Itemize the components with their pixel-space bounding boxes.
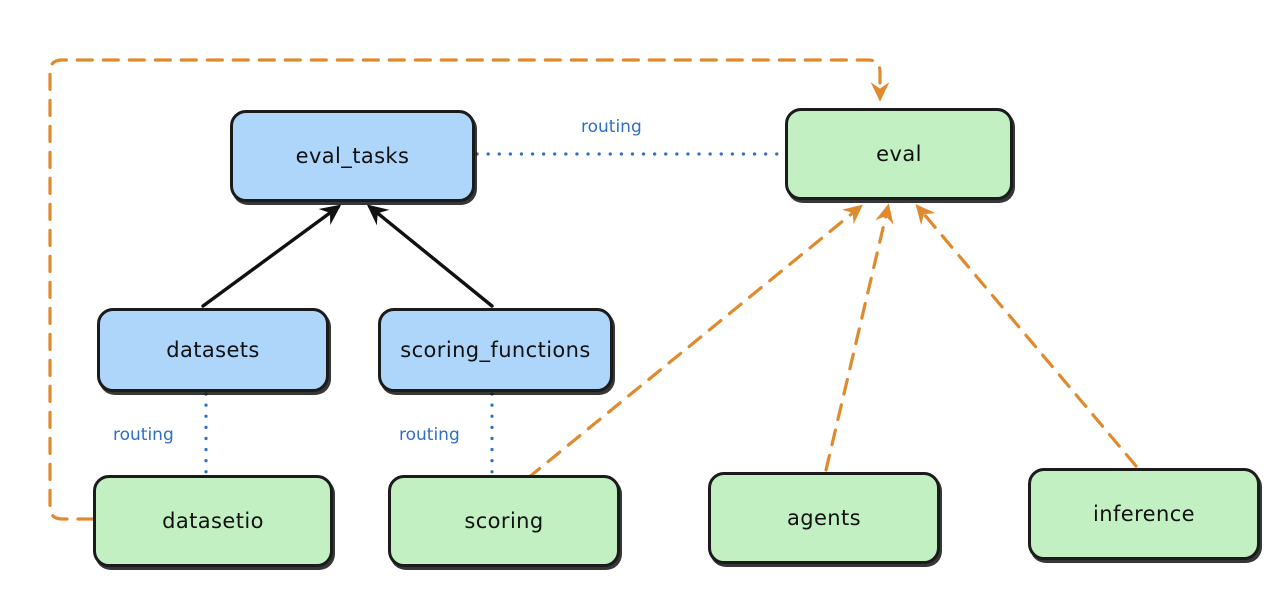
node-eval[interactable]: eval xyxy=(785,108,1013,200)
edge-datasets-eval_tasks xyxy=(201,204,342,308)
node-datasetio[interactable]: datasetio xyxy=(93,475,333,567)
node-label-datasetio: datasetio xyxy=(162,509,264,533)
node-label-agents: agents xyxy=(786,506,861,530)
edge-label-routing-datasets-datasetio: routing xyxy=(110,425,177,445)
node-label-eval-tasks: eval_tasks xyxy=(295,144,410,168)
node-label-datasets: datasets xyxy=(166,338,260,362)
node-label-scoring-functions: scoring_functions xyxy=(400,338,591,362)
node-eval-tasks[interactable]: eval_tasks xyxy=(230,110,475,202)
edge-inference-eval xyxy=(915,204,1138,468)
edge-label-routing-eval-tasks-eval: routing xyxy=(578,117,645,137)
node-inference[interactable]: inference xyxy=(1028,468,1260,560)
node-label-inference: inference xyxy=(1093,502,1195,526)
node-label-eval: eval xyxy=(876,142,922,166)
node-agents[interactable]: agents xyxy=(708,472,940,564)
node-label-scoring: scoring xyxy=(464,509,544,533)
node-scoring-functions[interactable]: scoring_functions xyxy=(378,308,613,392)
edge-agents-eval xyxy=(824,203,894,472)
node-scoring[interactable]: scoring xyxy=(388,475,620,567)
edge-scoring-eval xyxy=(526,204,863,480)
edge-label-routing-scoring-functions-scoring: routing xyxy=(396,425,463,445)
edge-scoring_functions-eval_tasks xyxy=(366,204,494,308)
edge-datasetio-eval xyxy=(48,58,890,521)
node-datasets[interactable]: datasets xyxy=(97,308,329,392)
